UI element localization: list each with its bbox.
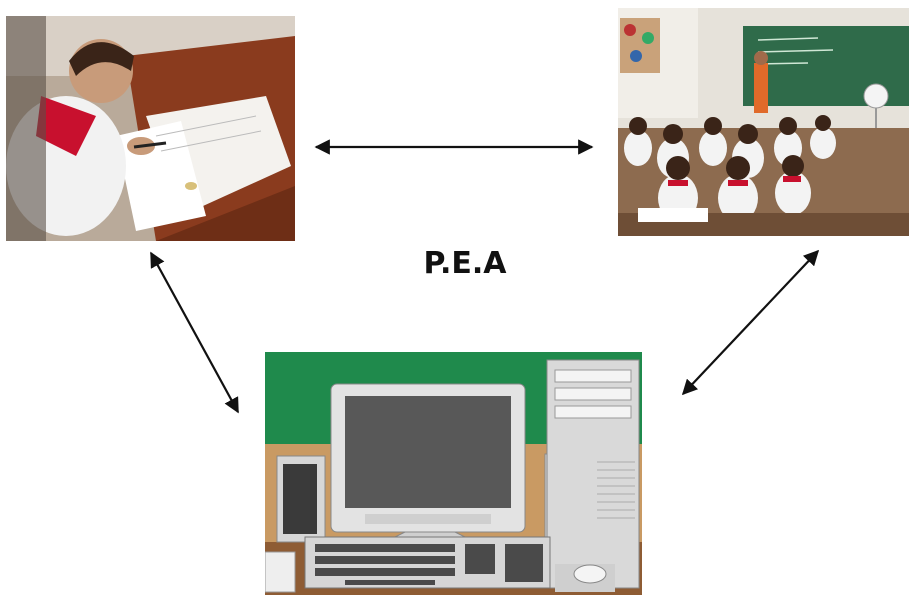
arrow-classroom-computer — [681, 249, 820, 396]
computer-icon — [265, 352, 642, 595]
desktop-computer-illustration — [265, 352, 642, 595]
student-writing-photo — [6, 16, 295, 241]
center-label: P.E.A — [423, 246, 507, 281]
classroom-icon — [618, 8, 909, 236]
student-writing-icon — [6, 16, 295, 241]
arrow-student-computer — [150, 251, 239, 414]
classroom-photo — [618, 8, 909, 236]
